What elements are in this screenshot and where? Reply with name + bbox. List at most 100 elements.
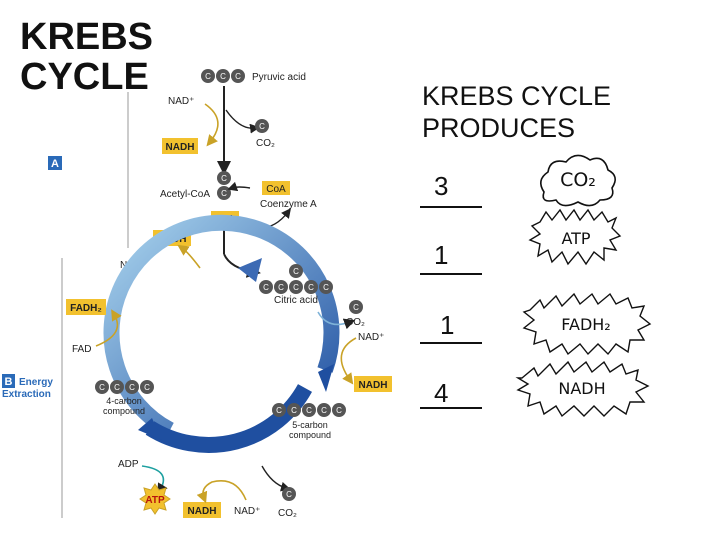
co2-arrow-b xyxy=(317,311,356,330)
svg-text:C: C xyxy=(278,283,284,292)
adp-label: ADP xyxy=(118,459,139,470)
extraction-label: Extraction xyxy=(2,389,51,400)
atp-label: ATP xyxy=(145,495,165,506)
adp-arrow xyxy=(141,465,168,495)
nadh-label-a: NADH xyxy=(166,142,195,153)
svg-text:C: C xyxy=(286,490,292,499)
svg-text:C: C xyxy=(306,406,312,415)
svg-text:C: C xyxy=(293,267,299,276)
svg-text:C: C xyxy=(235,72,241,81)
svg-text:C: C xyxy=(114,383,120,392)
produces-title: KREBS CYCLE PRODUCES xyxy=(422,80,611,145)
product-underline-atp xyxy=(420,273,482,275)
slide-title: KREBS CYCLE xyxy=(20,16,154,98)
svg-text:C: C xyxy=(259,122,265,131)
nadh-label-c: NADH xyxy=(359,380,388,391)
svg-text:C: C xyxy=(221,174,227,183)
svg-text:C: C xyxy=(276,406,282,415)
citric-acid-molecule: C C C C C C xyxy=(259,264,333,294)
slide-title-line1: KREBS xyxy=(20,16,154,58)
atp-burst-icon xyxy=(528,208,622,266)
atp-burst-label: ATP xyxy=(561,229,590,248)
svg-text:C: C xyxy=(293,283,299,292)
acetyl-coa-molecule: C C xyxy=(217,171,231,200)
co2-label-c: CO₂ xyxy=(278,508,297,519)
produces-title-line1: KREBS CYCLE xyxy=(422,81,612,111)
panel-b-letter: B xyxy=(5,376,13,388)
svg-text:C: C xyxy=(263,283,269,292)
product-count-fadh2: 1 xyxy=(440,310,455,340)
nadh-burst-icon xyxy=(515,360,650,418)
nadh-arrow-b xyxy=(177,244,201,269)
five-carbon-label-1: 5-carbon xyxy=(292,420,328,430)
nad-plus-label-d: NAD⁺ xyxy=(234,506,260,517)
four-carbon-molecule: C C C C xyxy=(95,380,154,394)
nad-plus-label-a: NAD⁺ xyxy=(168,96,194,107)
panel-a-tag xyxy=(48,156,62,170)
product-underline-nadh xyxy=(420,407,482,409)
coenzyme-a-label: Coenzyme A xyxy=(260,199,317,210)
svg-text:C: C xyxy=(308,283,314,292)
four-carbon-label-2: compound xyxy=(103,406,145,416)
co2-label-b: CO₂ xyxy=(346,317,365,328)
fadh2-burst-icon xyxy=(522,292,652,356)
acetyl-coa-label: Acetyl-CoA xyxy=(160,189,210,200)
coa-label-top: CoA xyxy=(266,184,286,195)
product-count-atp: 1 xyxy=(434,240,449,270)
product-underline-co2 xyxy=(420,206,482,208)
fad-label: FAD xyxy=(72,344,91,355)
nad-plus-label-c: NAD⁺ xyxy=(358,332,384,343)
nadh-box-a xyxy=(162,138,198,154)
svg-text:C: C xyxy=(129,383,135,392)
svg-text:C: C xyxy=(353,303,359,312)
svg-text:C: C xyxy=(221,189,227,198)
co2-label-a: CO₂ xyxy=(256,138,275,149)
nad-arrow-c xyxy=(340,337,357,385)
fadh2-box xyxy=(66,299,106,315)
coa-box-top xyxy=(262,181,290,195)
fadh2-burst-label: FADH₂ xyxy=(561,315,610,334)
svg-text:C: C xyxy=(336,406,342,415)
product-sketches: CO₂ ATP FADH₂ NADH xyxy=(515,154,652,418)
nad-arrow-d xyxy=(196,480,247,504)
svg-text:C: C xyxy=(291,406,297,415)
co2-cloud-icon xyxy=(540,154,616,207)
atp-burst xyxy=(139,483,171,515)
cycle-arrowhead-left xyxy=(138,418,162,440)
co2-cloud-label: CO₂ xyxy=(560,169,596,191)
svg-text:C: C xyxy=(205,72,211,81)
produces-title-line2: PRODUCES xyxy=(422,113,576,144)
five-carbon-molecule: C C C C C xyxy=(272,403,346,417)
nadh-label-d: NADH xyxy=(188,506,217,517)
co2-carbon-c xyxy=(282,487,296,501)
slide-title-line2: CYCLE xyxy=(20,55,149,98)
nadh-box-c xyxy=(354,376,392,392)
product-count-nadh: 4 xyxy=(434,378,449,408)
panel-a-letter: A xyxy=(51,158,59,170)
fad-arrow xyxy=(95,309,122,347)
svg-text:C: C xyxy=(323,283,329,292)
nad-arrow-a xyxy=(204,103,219,147)
five-carbon-label-2: compound xyxy=(289,430,331,440)
nadh-box-d xyxy=(183,502,221,518)
pyruvic-acid-label: Pyruvic acid xyxy=(252,72,306,83)
energy-label: Energy xyxy=(19,377,53,388)
nadh-burst-label: NADH xyxy=(558,379,605,398)
coa-in-arrow xyxy=(227,181,251,192)
product-count-co2: 3 xyxy=(434,171,449,201)
svg-text:C: C xyxy=(321,406,327,415)
co2-arrow-c xyxy=(261,465,291,492)
pyruvic-acid-molecule: C C C xyxy=(201,69,245,83)
cycle-arrowhead-right xyxy=(318,364,334,392)
co2-carbon-b xyxy=(349,300,363,314)
cycle-ring-lower xyxy=(145,384,313,453)
cycle-arrowhead-top xyxy=(238,258,262,282)
svg-text:C: C xyxy=(144,383,150,392)
co2-carbon-a xyxy=(255,119,269,133)
co2-arrow-a xyxy=(225,109,260,134)
svg-text:C: C xyxy=(99,383,105,392)
four-carbon-label-1: 4-carbon xyxy=(106,396,142,406)
citric-acid-label: Citric acid xyxy=(274,295,318,306)
panel-b-tag xyxy=(2,374,15,388)
